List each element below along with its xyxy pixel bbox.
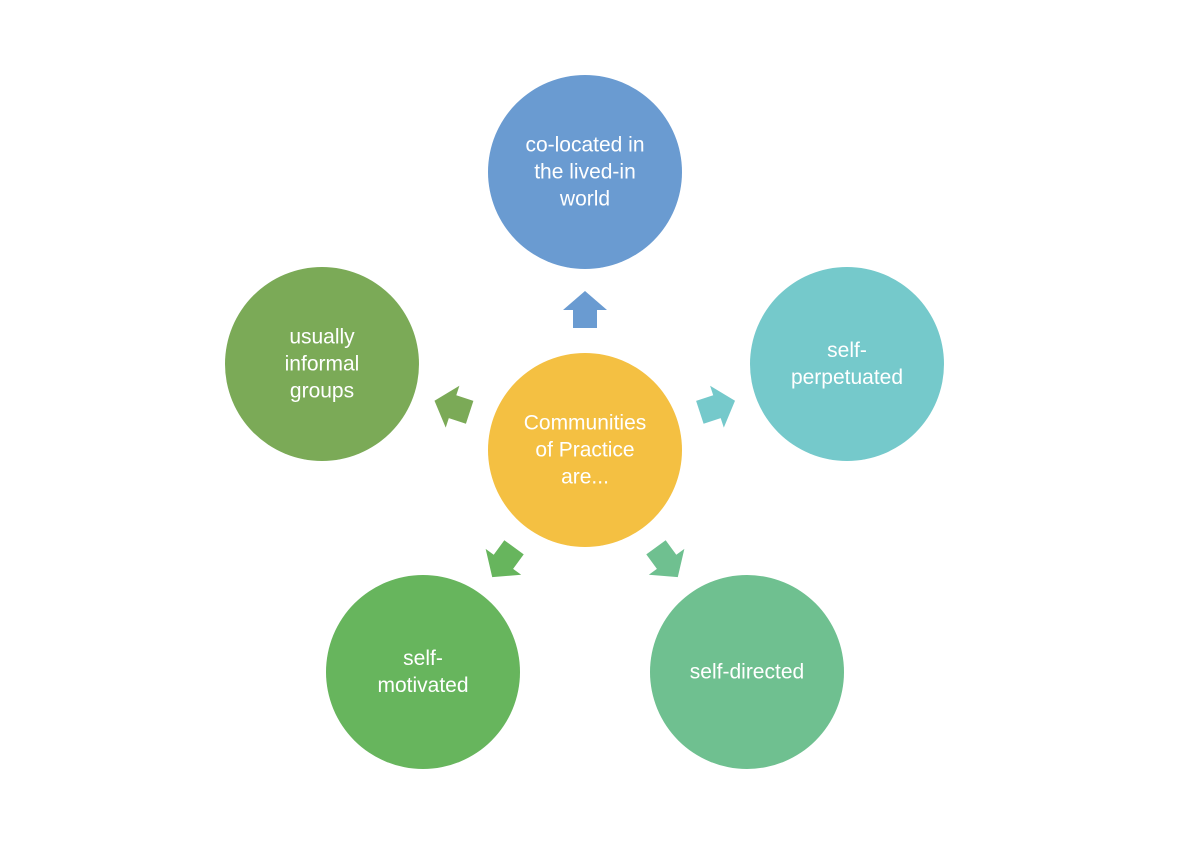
center-node-shape <box>488 353 682 547</box>
node-self-motivated-shape <box>326 575 520 769</box>
arrow-to-self-directed <box>646 540 685 578</box>
node-self-motivated: self-motivated <box>326 575 520 769</box>
node-self-directed-label-line: self-directed <box>690 661 804 684</box>
node-self-motivated-label-line: self- <box>403 647 443 670</box>
node-usually-informal-groups-label-line: groups <box>290 380 354 403</box>
node-self-motivated-label-line: motivated <box>377 674 468 697</box>
center-node-label-line: are... <box>561 466 609 489</box>
node-usually-informal-groups-label-line: usually <box>289 326 355 349</box>
node-co-located-shape <box>488 75 682 269</box>
node-co-located-label-line: the lived-in <box>534 161 636 184</box>
node-self-perpetuated-shape <box>750 267 944 461</box>
node-co-located-label-line: world <box>559 188 610 211</box>
node-self-directed: self-directed <box>650 575 844 769</box>
node-self-perpetuated: self-perpetuated <box>750 267 944 461</box>
node-self-perpetuated-label-line: self- <box>827 339 867 362</box>
node-co-located: co-located in the lived-in world <box>488 75 682 269</box>
center-node-label-line: of Practice <box>535 439 634 462</box>
arrow-to-self-perpetuated <box>696 385 736 428</box>
node-usually-informal-groups-shape <box>225 267 419 461</box>
node-self-perpetuated-label-line: perpetuated <box>791 366 903 389</box>
node-self-directed-shape <box>650 575 844 769</box>
center-node-label-line: Communities <box>524 412 647 435</box>
node-co-located-label-line: co-located in <box>525 134 644 157</box>
node-usually-informal-groups-label-line: informal <box>285 353 360 376</box>
arrows-layer <box>434 291 736 578</box>
arrow-to-usually-informal-groups <box>434 385 474 428</box>
node-usually-informal-groups: usually informal groups <box>225 267 419 461</box>
arrow-to-co-located <box>563 291 607 328</box>
arrow-to-self-motivated <box>485 540 524 578</box>
center-node: Communities of Practice are... <box>488 353 682 547</box>
circles-layer: co-located in the lived-in world self-perpe… <box>225 75 944 769</box>
